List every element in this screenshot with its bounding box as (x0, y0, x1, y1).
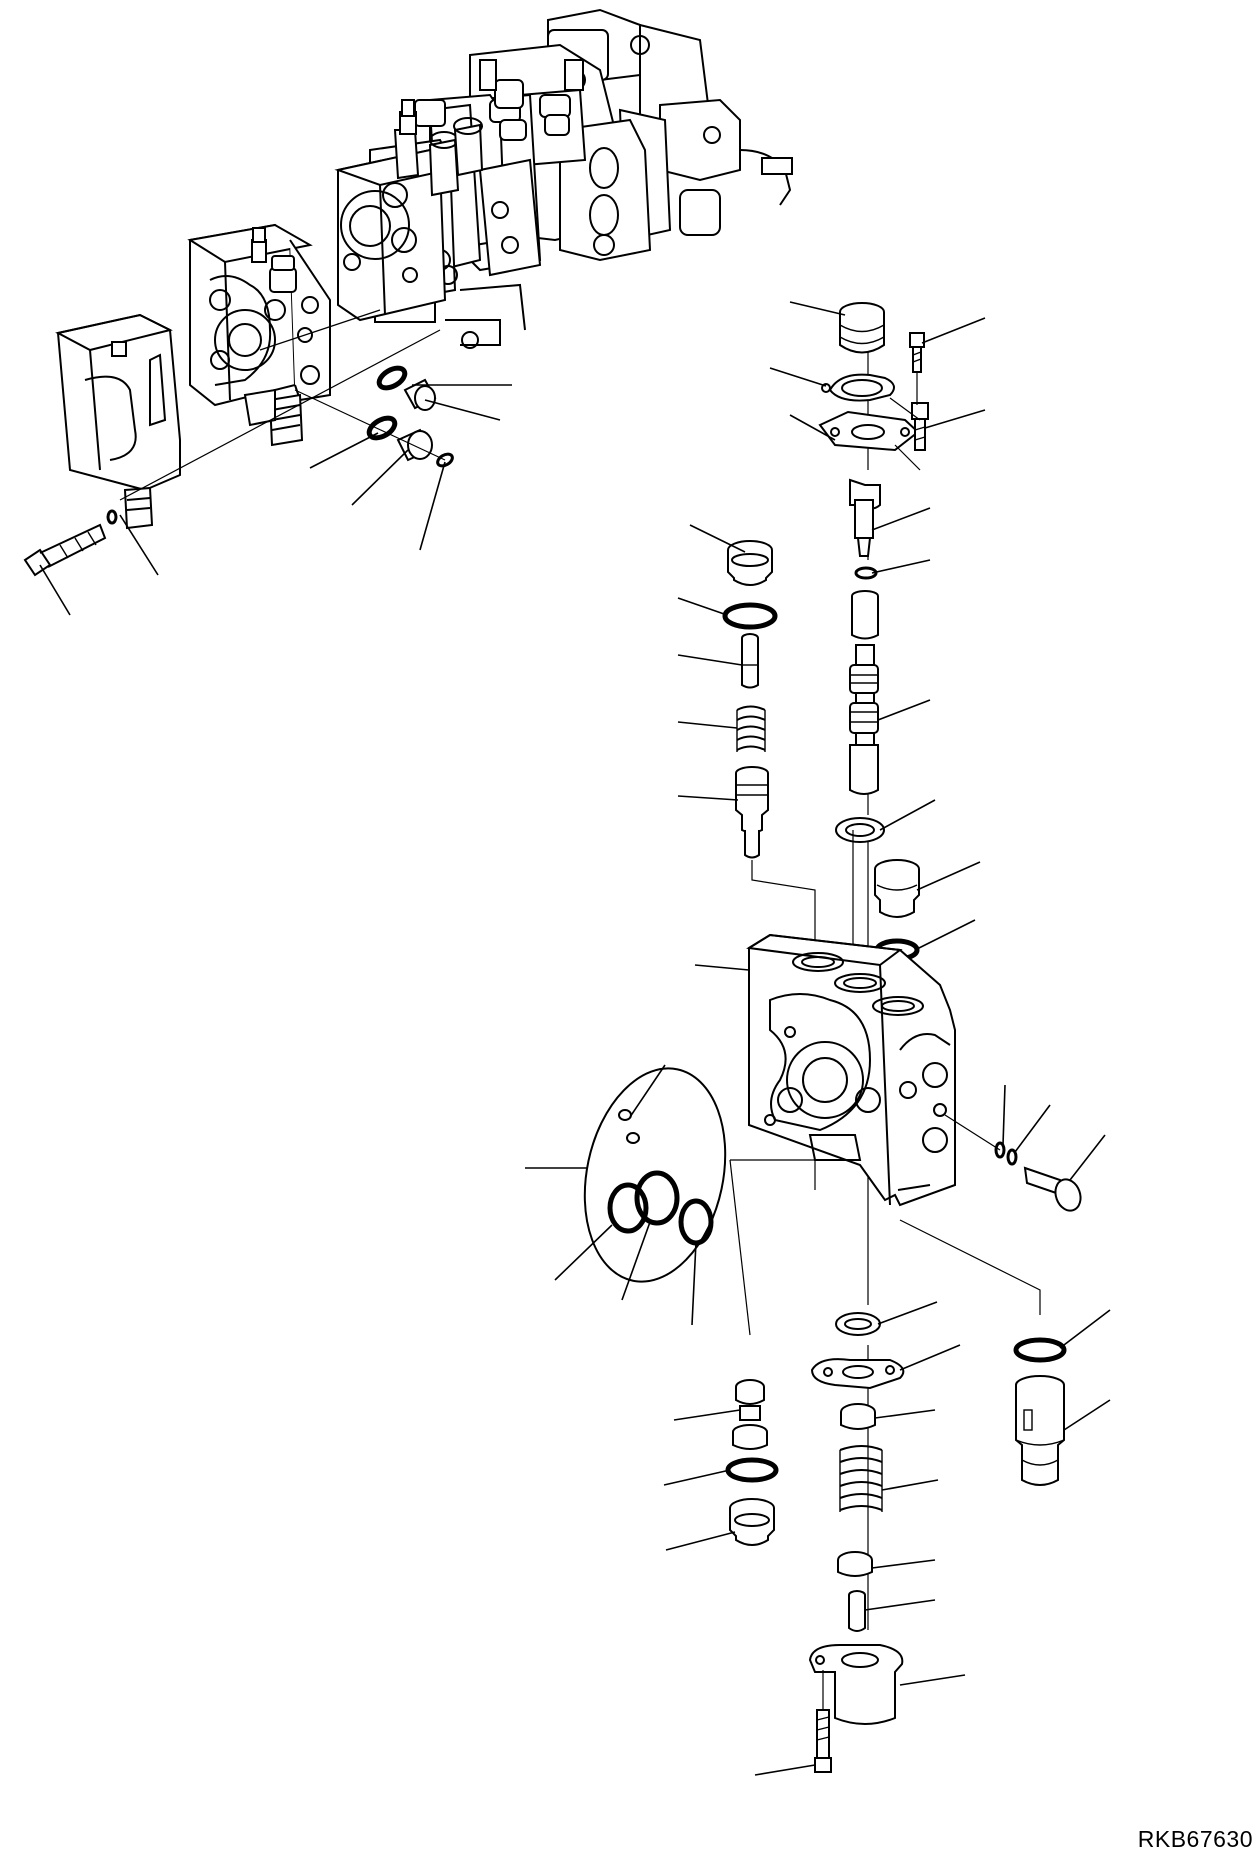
fitting-set (366, 365, 454, 468)
gasket-axis (729, 1159, 751, 1336)
drawing-reference-code: RKB67630 (1137, 1826, 1253, 1852)
check-valve-cap-lower (729, 1498, 775, 1546)
spring-seat-upper (840, 1403, 876, 1430)
check-valve-cap-upper (727, 540, 773, 586)
check-valve-lower (732, 1379, 768, 1450)
gasket-axis (730, 1159, 816, 1190)
check-spring (736, 705, 766, 752)
end-cover (55, 313, 181, 530)
check-pin (741, 633, 759, 689)
top-seal-plate (821, 373, 895, 402)
spool (849, 644, 879, 795)
spring-case (808, 1644, 904, 1725)
top-cap (839, 302, 885, 354)
relief-valve (1015, 1375, 1065, 1486)
side-plug-axis (944, 1114, 1001, 1151)
callout-leaders-upper-left (39, 384, 512, 616)
o-ring-lower (725, 1457, 779, 1483)
check-valve (735, 766, 769, 859)
spool-seal (835, 817, 885, 843)
actuator-rod (849, 478, 881, 557)
spring-seat-lower (837, 1551, 873, 1577)
side-plug (994, 1141, 1082, 1212)
stopper (848, 1590, 866, 1632)
check-valve-axis (751, 860, 816, 955)
top-bolts (909, 332, 929, 451)
valve-section-front (334, 99, 484, 322)
lower-seal (835, 1312, 881, 1336)
valve-section-separated (187, 223, 331, 447)
return-spring (839, 1445, 883, 1512)
relief-plug (874, 859, 920, 962)
o-ring-upper (722, 602, 778, 630)
lower-plate (810, 1358, 905, 1390)
o-ring-relief (1013, 1337, 1067, 1363)
gasket-plate (583, 1067, 727, 1283)
spool-section-explosion (525, 301, 1111, 1776)
relief-axis (899, 1219, 1041, 1315)
callout-leaders-right (525, 301, 1111, 1776)
top-flange (818, 410, 920, 452)
snap-ring (854, 566, 878, 580)
alignment-axis (119, 329, 441, 501)
tie-bolt (23, 509, 118, 577)
valve-body (746, 933, 956, 1207)
case-bolt (814, 1709, 832, 1773)
alignment-axis (294, 389, 446, 461)
alignment-axis (259, 309, 381, 351)
bolt-axis (894, 444, 921, 471)
bolt-axis (889, 397, 921, 421)
spool-sleeve (851, 590, 879, 640)
control-valve-assembly (23, 8, 793, 616)
